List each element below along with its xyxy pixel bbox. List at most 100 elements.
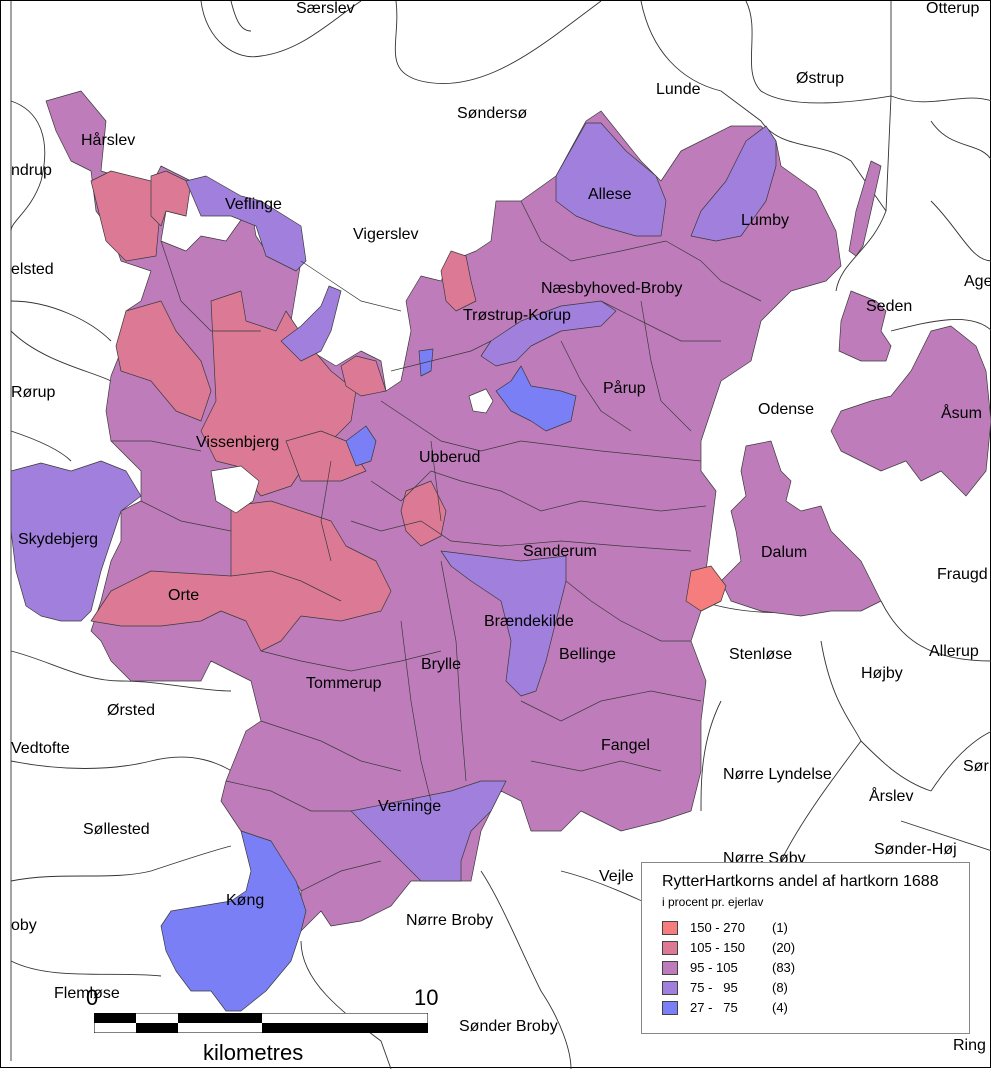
label-otterup: Otterup bbox=[926, 1, 979, 17]
label-rorup: Rørup bbox=[11, 384, 56, 401]
legend-swatch bbox=[662, 921, 678, 935]
region-75-95-north-spur bbox=[280, 285, 342, 362]
legend-range: 75 - 95 bbox=[690, 980, 738, 995]
scale-end-label: 10 bbox=[414, 985, 439, 1010]
legend-subtitle: i procent pr. ejerlav bbox=[662, 895, 764, 909]
label-vigerslev: Vigerslev bbox=[353, 226, 419, 243]
label-allerup: Allerup bbox=[929, 643, 979, 660]
region-75-95-allese bbox=[555, 122, 667, 237]
label-fraugd: Fraugd bbox=[937, 566, 988, 583]
legend-count: (1) bbox=[772, 920, 788, 935]
region-strip-east bbox=[848, 160, 882, 257]
hole-parup bbox=[468, 388, 494, 414]
label-vissenbjerg: Vissenbjerg bbox=[196, 434, 279, 451]
label-tommerup: Tommerup bbox=[306, 675, 382, 692]
legend-range: 150 - 270 bbox=[690, 920, 745, 935]
label-vedtofte: Vedtofte bbox=[11, 740, 70, 757]
label-sondersoe: Søndersø bbox=[457, 105, 527, 122]
legend-count: (83) bbox=[772, 960, 796, 975]
hole-vissenbjerg bbox=[210, 465, 260, 514]
label-lunde: Lunde bbox=[656, 81, 701, 98]
region-75-95-braendekilde bbox=[440, 550, 567, 697]
label-harslev: Hårslev bbox=[81, 131, 135, 149]
label-brylle: Brylle bbox=[421, 656, 461, 673]
region-asum bbox=[830, 325, 991, 497]
region-seden bbox=[838, 290, 892, 362]
region-dalum bbox=[720, 440, 882, 617]
label-verninge: Verninge bbox=[378, 798, 441, 815]
label-age: Age bbox=[964, 273, 991, 290]
region-75-95-verninge bbox=[350, 780, 507, 882]
region-75-95-lumby bbox=[690, 125, 777, 242]
label-stenlose: Stenløse bbox=[729, 646, 792, 663]
legend-item: 75 - 95 (8) bbox=[662, 979, 788, 997]
label-fangel: Fangel bbox=[601, 737, 650, 754]
legend-item: 27 - 75 (4) bbox=[662, 999, 788, 1017]
label-dalum: Dalum bbox=[761, 544, 807, 561]
legend-range: 95 - 105 bbox=[690, 960, 738, 975]
legend-range: 27 - 75 bbox=[690, 1000, 738, 1015]
legend-swatch bbox=[662, 941, 678, 955]
legend-title: RytterHartkorns andel af hartkorn 1688 bbox=[662, 873, 939, 890]
label-trostrup-korup: Trøstrup-Korup bbox=[463, 307, 571, 324]
ejerlav-regions bbox=[10, 90, 991, 1012]
legend-count: (8) bbox=[772, 980, 788, 995]
scale-unit-label: kilometres bbox=[203, 1040, 304, 1065]
label-asum: Åsum bbox=[941, 403, 982, 422]
region-75-95-trostrup bbox=[480, 300, 617, 367]
region-105-150-orte bbox=[90, 500, 392, 652]
label-lumby: Lumby bbox=[741, 212, 789, 229]
region-75-95-skydebjerg bbox=[10, 460, 142, 622]
label-oby: oby bbox=[11, 917, 37, 934]
region-150-270 bbox=[685, 565, 727, 612]
label-arslev: Årslev bbox=[869, 786, 913, 805]
scale-bar bbox=[94, 1013, 428, 1033]
legend-swatch bbox=[662, 961, 678, 975]
legend-count: (20) bbox=[772, 940, 796, 955]
label-sollested: Søllested bbox=[83, 821, 150, 838]
label-elsted: elsted bbox=[11, 261, 54, 278]
label-norre-broby: Nørre Broby bbox=[406, 912, 493, 929]
region-105-150-north-small bbox=[150, 170, 192, 227]
region-105-150-west bbox=[115, 300, 212, 422]
region-105-150-centre-strip bbox=[285, 430, 367, 482]
label-ndrup: ndrup bbox=[11, 162, 52, 179]
label-parup: Pårup bbox=[603, 379, 646, 397]
region-105-150-harslev-south bbox=[90, 170, 162, 262]
region-105-150-korup bbox=[440, 250, 477, 312]
scale-start-label: 0 bbox=[86, 985, 99, 1010]
legend-count: (4) bbox=[772, 1000, 788, 1015]
label-odense: Odense bbox=[758, 401, 814, 418]
label-sor: Sør bbox=[963, 758, 989, 775]
label-veflinge: Veflinge bbox=[225, 196, 282, 213]
label-orte: Orte bbox=[168, 587, 199, 604]
region-27-75-kong bbox=[160, 830, 307, 1012]
label-braendekilde: Brændekilde bbox=[484, 613, 574, 630]
legend: RytterHartkorns andel af hartkorn 1688 i… bbox=[641, 862, 970, 1034]
legend-item: 150 - 270 (1) bbox=[662, 919, 788, 937]
region-75-95-veflinge bbox=[185, 175, 307, 272]
label-skydebjerg: Skydebjerg bbox=[18, 531, 98, 548]
region-27-75-parup bbox=[495, 365, 577, 432]
legend-swatch bbox=[662, 1001, 678, 1015]
internal-boundaries bbox=[111, 200, 762, 892]
label-orsted: Ørsted bbox=[107, 702, 155, 719]
label-hojby: Højby bbox=[861, 665, 903, 682]
label-sanderum: Sanderum bbox=[523, 543, 597, 560]
legend-range: 105 - 150 bbox=[690, 940, 745, 955]
label-vejle: Vejle bbox=[599, 868, 634, 885]
label-bellinge: Bellinge bbox=[559, 646, 616, 663]
label-seden: Seden bbox=[866, 298, 912, 315]
label-flemlose: Flemløse bbox=[54, 985, 120, 1002]
legend-swatch bbox=[662, 981, 678, 995]
label-kong: Køng bbox=[226, 892, 264, 909]
legend-item: 95 - 105 (83) bbox=[662, 959, 795, 977]
label-sonder-broby: Sønder Broby bbox=[459, 1018, 558, 1035]
region-105-150-centre-small bbox=[340, 355, 387, 397]
label-norre-lyndelse: Nørre Lyndelse bbox=[723, 766, 832, 783]
region-27-75-ubberud-small bbox=[345, 425, 377, 467]
label-saerslev: Særslev bbox=[296, 1, 355, 17]
label-ring: Ring bbox=[953, 1037, 986, 1054]
